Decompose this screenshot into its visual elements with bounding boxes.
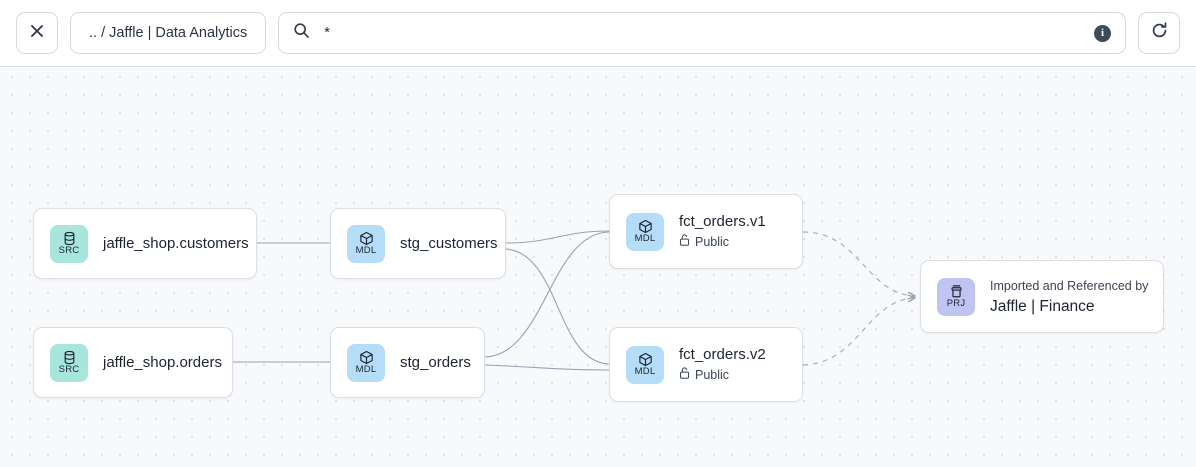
info-circle-icon[interactable]: i [1094, 24, 1111, 42]
node-title: stg_orders [400, 353, 471, 371]
node-title: fct_orders.v2 [679, 346, 766, 363]
badge-prj: PRJ [937, 277, 975, 316]
search-input[interactable] [322, 13, 1082, 53]
node-title: Jaffle | Finance [990, 297, 1095, 315]
node-body: stg_customers [400, 234, 498, 253]
database-icon [62, 350, 77, 365]
node-title: stg_customers [400, 234, 498, 252]
badge-mdl: MDL [626, 212, 664, 251]
node-body: fct_orders.v1 Public [679, 213, 766, 250]
cube-icon [359, 350, 374, 365]
badge-label: PRJ [946, 298, 966, 309]
unlock-icon [679, 234, 690, 250]
edge-fctv2-to-project [802, 298, 915, 366]
node-fct-orders-v1[interactable]: MDL fct_orders.v1 Public [609, 194, 803, 269]
badge-label: SRC [58, 364, 80, 375]
node-fct-orders-v2[interactable]: MDL fct_orders.v2 Public [609, 327, 803, 402]
edge-fctv1-to-project [802, 231, 915, 296]
toolbar: .. / Jaffle | Data Analytics i [0, 0, 1196, 67]
refresh-button[interactable] [1138, 12, 1180, 54]
node-jaffle-finance-project[interactable]: PRJ Imported and Referenced by Jaffle | … [920, 260, 1164, 333]
cube-icon [638, 219, 653, 234]
breadcrumb[interactable]: .. / Jaffle | Data Analytics [70, 12, 267, 54]
node-stg-orders[interactable]: MDL stg_orders [330, 327, 485, 398]
cube-icon [359, 231, 374, 246]
visibility-label: Public [695, 234, 730, 249]
node-title: jaffle_shop.customers [103, 234, 249, 252]
node-visibility: Public [679, 367, 766, 383]
search-bar[interactable]: i [278, 12, 1126, 54]
node-title: fct_orders.v1 [679, 213, 766, 230]
graph-canvas[interactable]: SRC jaffle_shop.customers SRC jaffle_sh [0, 67, 1196, 467]
edge-stgorders-to-fctv2 [484, 364, 610, 371]
search-icon [293, 22, 310, 44]
node-jaffle-shop-customers[interactable]: SRC jaffle_shop.customers [33, 208, 257, 279]
close-button[interactable] [16, 12, 58, 54]
badge-label: SRC [58, 245, 80, 256]
refresh-icon [1150, 21, 1169, 45]
node-stg-customers[interactable]: MDL stg_customers [330, 208, 506, 279]
unlock-icon [679, 367, 690, 383]
badge-label: MDL [634, 366, 656, 377]
node-body: fct_orders.v2 Public [679, 346, 766, 383]
badge-mdl: MDL [626, 345, 664, 384]
close-icon [29, 23, 45, 44]
badge-src: SRC [50, 343, 88, 382]
info-label: i [1100, 26, 1105, 39]
badge-label: MDL [355, 245, 377, 256]
cube-icon [638, 352, 653, 367]
database-icon [62, 231, 77, 246]
badge-label: MDL [634, 233, 656, 244]
breadcrumb-label: .. / Jaffle | Data Analytics [89, 25, 248, 41]
edge-stgcustomers-to-fctv2 [505, 248, 610, 365]
node-body: jaffle_shop.orders [103, 353, 222, 372]
badge-label: MDL [355, 364, 377, 375]
archive-box-icon [949, 284, 964, 299]
node-body: Imported and Referenced by Jaffle | Fina… [990, 278, 1149, 316]
node-visibility: Public [679, 234, 766, 250]
edge-stgcustomers-to-fctv1 [505, 230, 610, 244]
badge-mdl: MDL [347, 343, 385, 382]
node-title: jaffle_shop.orders [103, 353, 222, 371]
node-jaffle-shop-orders[interactable]: SRC jaffle_shop.orders [33, 327, 233, 398]
badge-mdl: MDL [347, 224, 385, 263]
badge-src: SRC [50, 224, 88, 263]
visibility-label: Public [695, 367, 730, 382]
node-body: stg_orders [400, 353, 471, 372]
node-kicker: Imported and Referenced by [990, 278, 1149, 293]
node-body: jaffle_shop.customers [103, 234, 249, 253]
